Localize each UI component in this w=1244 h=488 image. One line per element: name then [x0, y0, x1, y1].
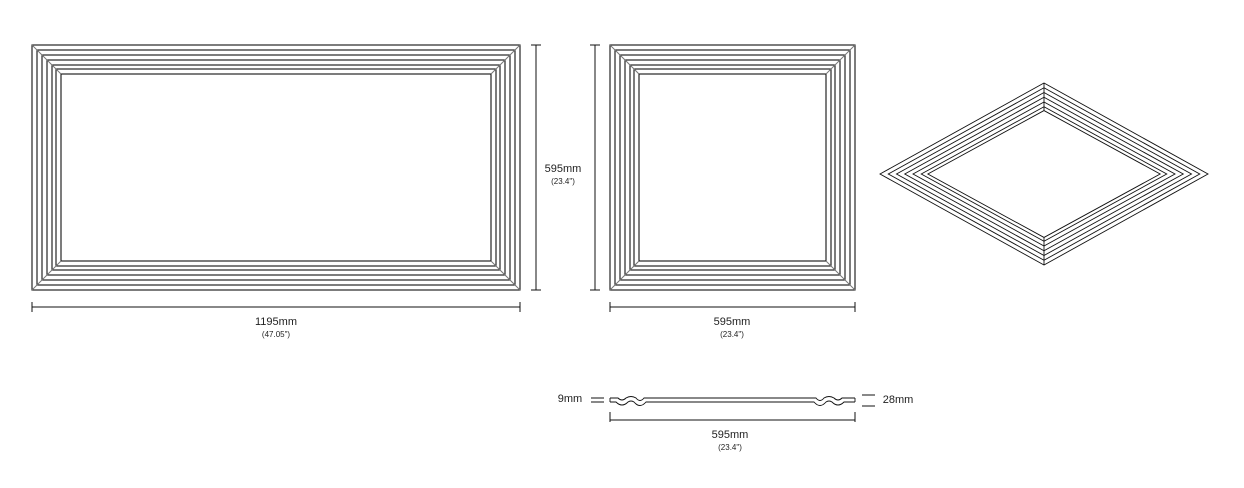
frame-step-line: [51, 64, 501, 271]
frame-step-line: [31, 44, 521, 291]
frame-miter-line: [31, 44, 62, 75]
profile-thick-label: 28mm: [882, 394, 914, 406]
square-width-inch-label: (23.4"): [720, 330, 744, 339]
frame-step-line: [638, 73, 827, 262]
frame-step-line: [633, 68, 832, 267]
frame-miter-line: [31, 260, 62, 291]
rectangular-panel-front-view: [31, 44, 521, 291]
frame-step-line: [609, 44, 856, 291]
profile-section-view: [609, 396, 856, 406]
frame-miter-line: [490, 260, 521, 291]
dimension-lines: [31, 44, 875, 422]
frame-step-line: [629, 64, 836, 271]
profile-width-inch-label: (23.4"): [718, 443, 742, 452]
profile-thin-label: 9mm: [557, 393, 583, 405]
square-panel-front-view: [609, 44, 856, 291]
iso-frame-line: [903, 96, 1185, 252]
frame-step-line: [55, 68, 497, 267]
frame-step-line: [624, 59, 841, 276]
frame-step-line: [46, 59, 506, 276]
frame-miter-line: [609, 260, 640, 291]
square-width-label: 595mm: [713, 316, 751, 328]
height-inch-label: (23.4"): [551, 177, 575, 186]
iso-frame-line: [926, 110, 1162, 238]
frame-step-line: [60, 73, 492, 262]
iso-frame-line: [879, 82, 1209, 266]
frame-step-line: [619, 54, 846, 281]
rect-width-label: 1195mm: [255, 316, 297, 328]
frame-miter-line: [609, 44, 640, 75]
square-panel-isometric-view: [879, 82, 1209, 266]
frame-miter-line: [825, 44, 856, 75]
frame-miter-line: [825, 260, 856, 291]
frame-step-line: [614, 49, 851, 286]
iso-frame-line: [920, 106, 1168, 242]
height-label: 595mm: [544, 163, 582, 175]
rect-width-inch-label: (47.05"): [261, 330, 291, 339]
frame-step-line: [41, 54, 511, 281]
iso-frame-line: [912, 101, 1176, 247]
iso-frame-line: [895, 91, 1193, 257]
frame-step-line: [36, 49, 516, 286]
profile-width-label: 595mm: [711, 429, 749, 441]
frame-miter-line: [490, 44, 521, 75]
iso-frame-line: [887, 87, 1201, 261]
